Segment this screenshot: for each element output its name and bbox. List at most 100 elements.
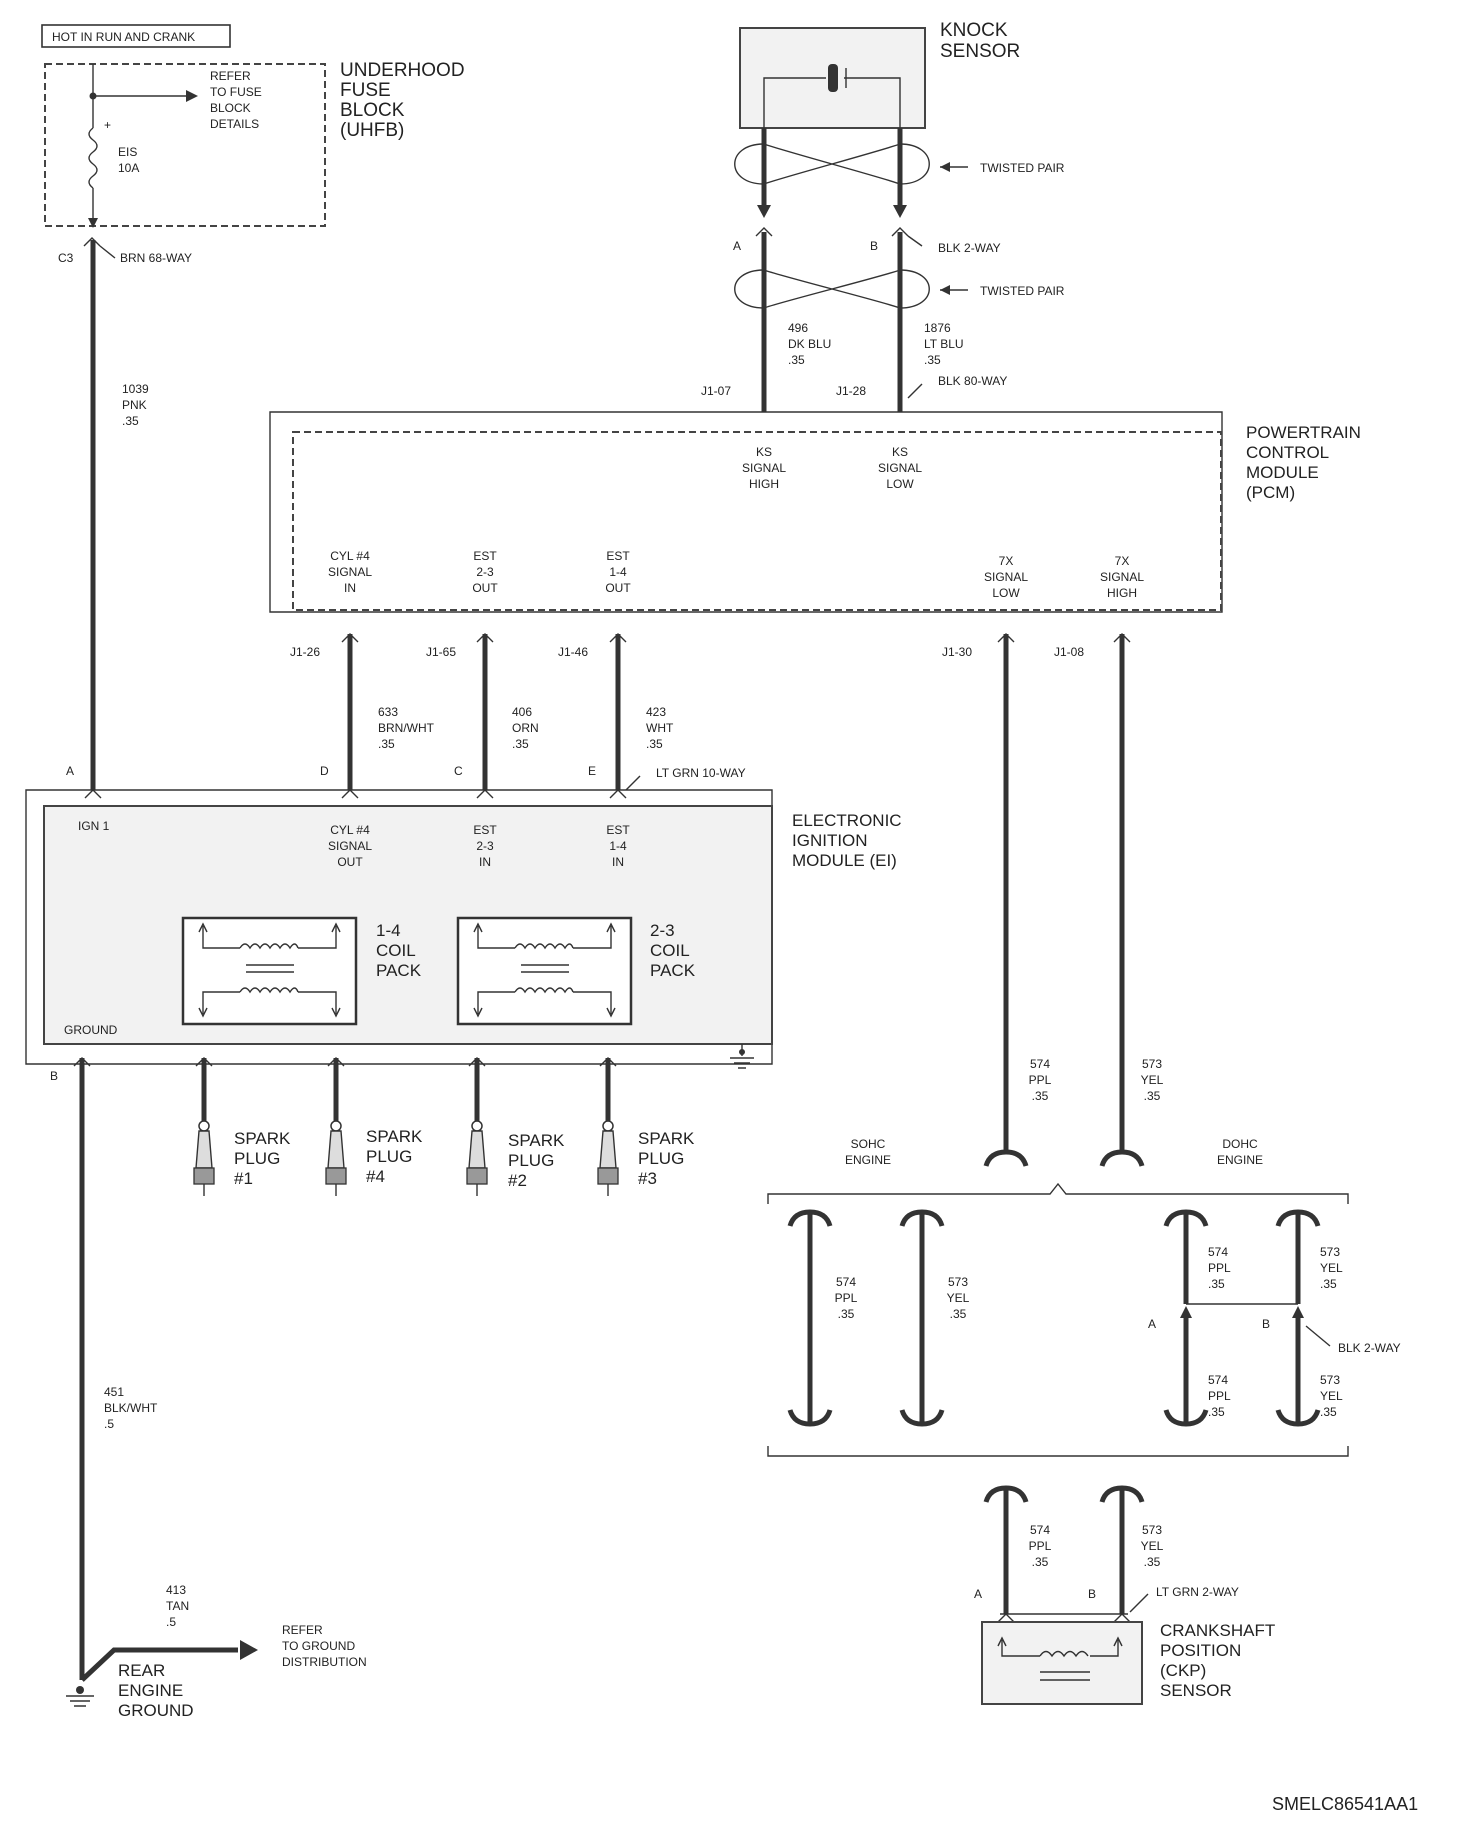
twisted-pair-label-1: TWISTED PAIR [980, 161, 1065, 175]
coil-pack-23 [456, 916, 633, 1026]
svg-text:.35: .35 [924, 353, 941, 367]
svg-text:#4: #4 [366, 1167, 385, 1186]
svg-text:IGNITION: IGNITION [792, 831, 868, 850]
twist-loops-1 [734, 143, 930, 185]
svg-text:.35: .35 [1144, 1089, 1161, 1103]
svg-text:573: 573 [1142, 1057, 1162, 1071]
svg-text:.35: .35 [1320, 1277, 1337, 1291]
svg-text:PPL: PPL [1208, 1389, 1231, 1403]
svg-text:1039: 1039 [122, 382, 149, 396]
wire-1039-label: 1039 PNK .35 [122, 382, 149, 428]
svg-text:(PCM): (PCM) [1246, 483, 1295, 502]
plug-lead-connectors [195, 1057, 617, 1067]
knock-pin-a: A [733, 239, 741, 253]
svg-text:2-3: 2-3 [476, 565, 494, 579]
svg-text:SPARK: SPARK [508, 1131, 565, 1150]
blk-2way-label: BLK 2-WAY [938, 241, 1001, 255]
ckp-lt-grn-2way-label: LT GRN 2-WAY [1156, 1585, 1239, 1599]
svg-text:REFER: REFER [210, 69, 251, 83]
coil-winding-icon [514, 943, 574, 994]
lower-brace [767, 1446, 1349, 1457]
wire-423-label: 423 WHT .35 [646, 705, 674, 751]
ei-ground-label: GROUND [64, 1023, 118, 1037]
knock-element-leads [763, 77, 901, 128]
svg-text:DETAILS: DETAILS [210, 117, 259, 131]
refer-arrow-head [186, 90, 198, 102]
ei-connector-outline [25, 789, 773, 1065]
svg-text:.5: .5 [104, 1417, 114, 1431]
svg-text:ENGINE: ENGINE [118, 1681, 183, 1700]
sohc-jumper-574 [787, 1209, 833, 1427]
svg-text:PNK: PNK [122, 398, 147, 412]
pcm-ks-low: KS SIGNAL LOW [878, 445, 922, 491]
svg-text:574: 574 [1030, 1057, 1050, 1071]
svg-text:PPL: PPL [1029, 1073, 1052, 1087]
svg-text:.35: .35 [122, 414, 139, 428]
coil-winding-icon [239, 943, 299, 994]
twisted-pair-label-2: TWISTED PAIR [980, 284, 1065, 298]
svg-text:.35: .35 [1032, 1555, 1049, 1569]
svg-text:UNDERHOOD: UNDERHOOD [340, 60, 465, 81]
lt-grn-10way-label: LT GRN 10-WAY [656, 766, 746, 780]
svg-text:KS: KS [892, 445, 908, 459]
ckp-573-label: 573 YEL .35 [1141, 1523, 1164, 1569]
pcm-7x-low: 7X SIGNAL LOW [984, 554, 1028, 600]
svg-text:DOHC: DOHC [1222, 1137, 1258, 1151]
wire-574-upper-label: 574 PPL .35 [1029, 1057, 1052, 1103]
svg-text:SPARK: SPARK [234, 1129, 291, 1148]
svg-text:KS: KS [756, 445, 772, 459]
svg-text:10A: 10A [118, 161, 139, 175]
svg-text:574: 574 [836, 1275, 856, 1289]
svg-text:YEL: YEL [1141, 1539, 1164, 1553]
spark-plug-icon [325, 1120, 347, 1196]
wire-413 [80, 1647, 238, 1682]
svg-text:CONTROL: CONTROL [1246, 443, 1329, 462]
svg-text:IN: IN [479, 855, 491, 869]
uhfb-title: UNDERHOOD FUSE BLOCK (UHFB) [340, 60, 465, 141]
svg-text:CYL #4: CYL #4 [330, 823, 370, 837]
dohc-lower-wires [1163, 1312, 1321, 1427]
ckp-coil-icon [1039, 1650, 1089, 1658]
svg-text:TAN: TAN [166, 1599, 189, 1613]
knock-sensor-title: KNOCK SENSOR [940, 20, 1020, 62]
svg-text:LOW: LOW [886, 477, 914, 491]
7x-wire-hooks [983, 1149, 1145, 1167]
svg-text:GROUND: GROUND [118, 1701, 194, 1720]
knock-wires-upper [761, 128, 903, 212]
sohc-574-label: 574 PPL .35 [835, 1275, 858, 1321]
svg-text:.35: .35 [1208, 1277, 1225, 1291]
svg-text:.35: .35 [1320, 1405, 1337, 1419]
pcm-ks-high: KS SIGNAL HIGH [742, 445, 786, 491]
wire-633-label: 633 BRN/WHT .35 [378, 705, 435, 751]
ei-est23-in: EST 2-3 IN [473, 823, 497, 869]
fuse-icon [88, 127, 98, 189]
ei-pin-b: B [50, 1069, 58, 1083]
svg-text:SIGNAL: SIGNAL [328, 565, 372, 579]
svg-text:EIS: EIS [118, 145, 137, 159]
coil-pack-14-label: 1-4 COIL PACK [376, 921, 422, 980]
ei-title: ELECTRONIC IGNITION MODULE (EI) [792, 811, 902, 870]
c3-connector-icon [83, 237, 101, 247]
svg-text:MODULE: MODULE [1246, 463, 1319, 482]
ei-module [43, 805, 773, 1045]
svg-text:PACK: PACK [650, 961, 696, 980]
svg-text:PLUG: PLUG [638, 1149, 684, 1168]
svg-text:IN: IN [612, 855, 624, 869]
svg-text:J1-46: J1-46 [558, 645, 588, 659]
svg-text:YEL: YEL [947, 1291, 970, 1305]
svg-text:DK BLU: DK BLU [788, 337, 831, 351]
svg-text:.5: .5 [166, 1615, 176, 1629]
coil-pack-14-leads [202, 926, 337, 1014]
svg-text:573: 573 [1320, 1373, 1340, 1387]
svg-text:423: 423 [646, 705, 666, 719]
spark-plug-icon [597, 1120, 619, 1196]
wire-573-upper-label: 573 YEL .35 [1141, 1057, 1164, 1103]
figure-code: SMELC86541AA1 [1272, 1794, 1418, 1814]
svg-text:406: 406 [512, 705, 532, 719]
pcm-block [292, 431, 1222, 611]
pcm-est14-out: EST 1-4 OUT [605, 549, 631, 595]
svg-text:573: 573 [1142, 1523, 1162, 1537]
svg-text:574: 574 [1208, 1245, 1228, 1259]
svg-text:1-4: 1-4 [376, 921, 401, 940]
